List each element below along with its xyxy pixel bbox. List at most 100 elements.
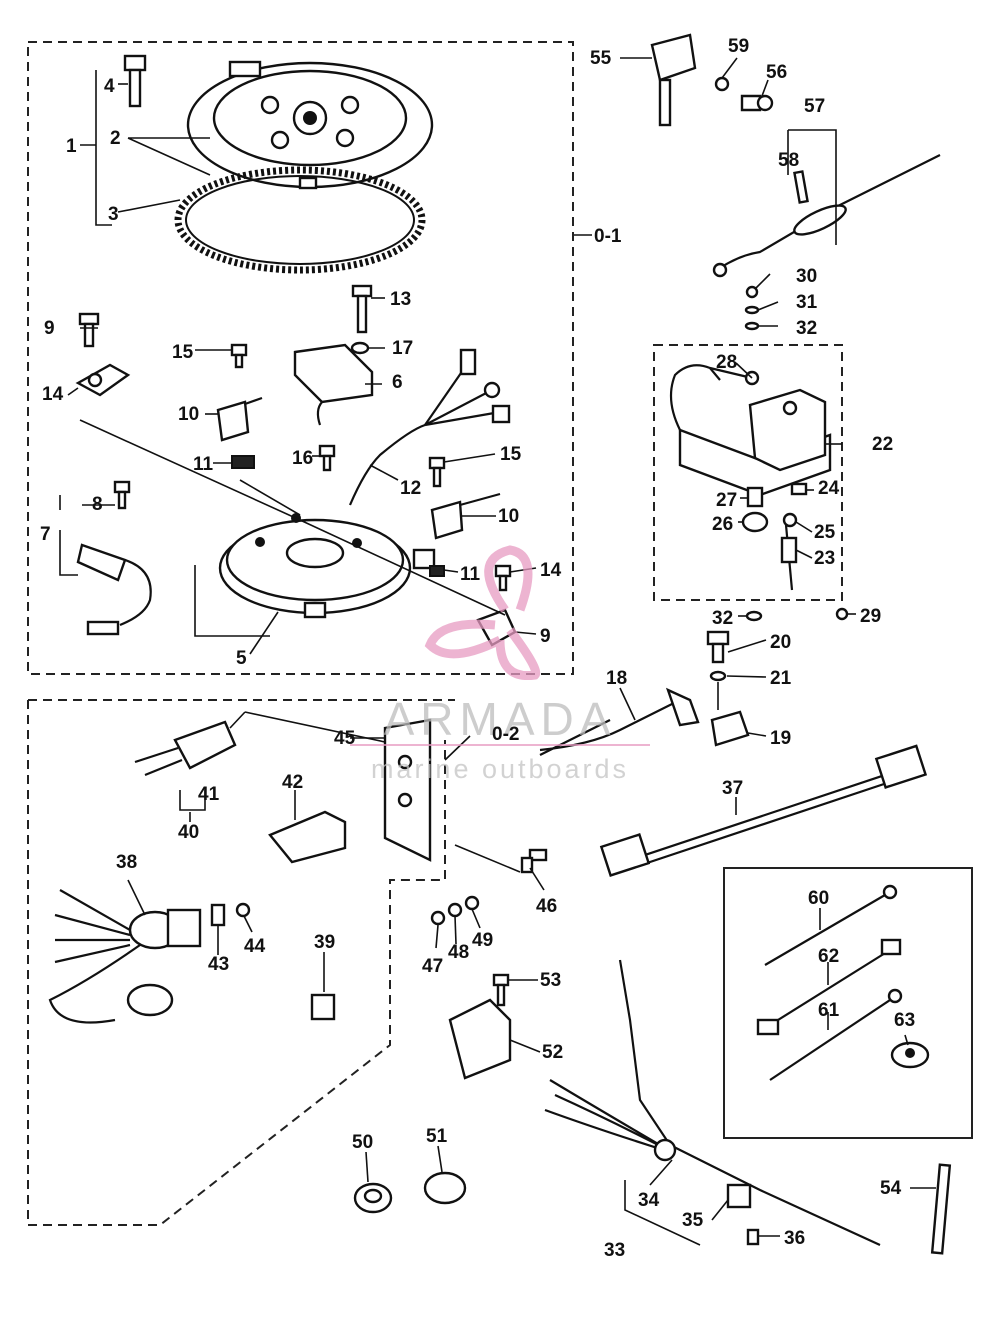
- callout-11-right: 11: [460, 564, 481, 585]
- washer-48: [447, 902, 463, 918]
- callout-34: 34: [638, 1190, 660, 1211]
- callout-0-2: 0-2: [492, 724, 519, 745]
- callout-22: 22: [872, 434, 893, 455]
- callout-23: 23: [814, 548, 835, 569]
- callout-14-right: 14: [540, 560, 562, 581]
- washer-32-top: [744, 321, 760, 331]
- callout-13: 13: [390, 289, 411, 310]
- callout-1: 1: [66, 136, 77, 157]
- grommet-63: [890, 1041, 930, 1069]
- stator-plate: [218, 513, 412, 619]
- trigger-10: [216, 396, 263, 442]
- callout-51: 51: [426, 1126, 448, 1147]
- ignition-coil: [293, 343, 374, 426]
- watermark-brand: ARMADA: [384, 693, 617, 745]
- callout-15-right: 15: [500, 444, 522, 465]
- screw-36: [746, 1228, 760, 1246]
- flywheel: [186, 60, 434, 190]
- callout-58: 58: [778, 150, 799, 171]
- pickup-7: [76, 543, 152, 636]
- fuse-lead-57: [712, 154, 941, 278]
- screw-53: [492, 973, 510, 1007]
- callout-4: 4: [104, 76, 115, 97]
- group-box-0-1: [27, 41, 574, 675]
- callout-52: 52: [542, 1042, 563, 1063]
- washer-21: [709, 670, 727, 682]
- callout-36: 36: [784, 1228, 805, 1249]
- button-39: [310, 993, 336, 1021]
- screw-14-right: [494, 564, 512, 592]
- washer-31: [744, 305, 760, 315]
- extension-harness-37: [599, 744, 928, 877]
- callout-labels: 1 2 3 4 5 6 7 8 9 9 10 10 11 11 12 13 14…: [40, 36, 915, 1261]
- clamp-35: [726, 1183, 752, 1209]
- callout-28: 28: [716, 352, 737, 373]
- callout-61: 61: [818, 1000, 840, 1021]
- bracket-19: [710, 710, 750, 747]
- harness-60: [764, 884, 898, 966]
- washer-44: [235, 902, 251, 918]
- callout-30: 30: [796, 266, 817, 287]
- trigger-10-right: [430, 492, 501, 540]
- callout-16: 16: [292, 448, 313, 469]
- callout-14-left: 14: [42, 384, 64, 405]
- callout-5: 5: [236, 648, 247, 669]
- callout-59: 59: [728, 36, 749, 57]
- resistor-23: [780, 524, 798, 591]
- callout-25: 25: [814, 522, 836, 543]
- callout-11-left: 11: [193, 454, 214, 475]
- callout-18: 18: [606, 668, 627, 689]
- callout-39: 39: [314, 932, 335, 953]
- screw-16: [318, 444, 336, 472]
- callout-47: 47: [422, 956, 443, 977]
- clip-11-right: [412, 548, 445, 577]
- grommet-26: [741, 511, 769, 533]
- bracket-42: [268, 810, 347, 864]
- screw-13: [351, 284, 373, 334]
- callout-46: 46: [536, 896, 557, 917]
- washer-29: [835, 607, 849, 621]
- callout-54: 54: [880, 1178, 902, 1199]
- clip-11: [231, 455, 255, 469]
- callout-48: 48: [448, 942, 469, 963]
- group-box-22: [653, 344, 843, 601]
- harness-61: [769, 988, 903, 1081]
- callout-7: 7: [40, 524, 51, 545]
- callout-32-top: 32: [796, 318, 817, 339]
- callout-8: 8: [92, 494, 103, 515]
- bracket-52: [448, 998, 512, 1080]
- spark-plug-lead-18: [539, 687, 700, 756]
- harness-62: [756, 938, 902, 1036]
- switch-40: [134, 720, 237, 777]
- callout-3: 3: [108, 204, 119, 225]
- ring-terminal-25: [782, 512, 798, 528]
- callout-9-right: 9: [540, 626, 551, 647]
- plug-51: [423, 1171, 467, 1205]
- propeller-logo: [424, 545, 541, 681]
- bolt-20: [706, 630, 730, 664]
- callout-33: 33: [604, 1240, 625, 1261]
- callout-42: 42: [282, 772, 303, 793]
- watermark-tagline: marine outboards: [371, 754, 629, 784]
- callout-9-left: 9: [44, 318, 55, 339]
- callout-38: 38: [116, 852, 137, 873]
- screw-9: [78, 312, 100, 348]
- grommet-50: [353, 1182, 393, 1214]
- terminal-block-55: [650, 33, 697, 127]
- callout-19: 19: [770, 728, 791, 749]
- screw-15: [230, 343, 248, 369]
- callout-62: 62: [818, 946, 839, 967]
- callout-37: 37: [722, 778, 743, 799]
- leader-lines: [59, 57, 936, 1246]
- callout-44: 44: [244, 936, 266, 957]
- callout-57: 57: [804, 96, 825, 117]
- washer-17: [350, 341, 370, 355]
- callout-6: 6: [392, 372, 403, 393]
- callout-49: 49: [472, 930, 493, 951]
- callout-50: 50: [352, 1132, 373, 1153]
- screw-8: [113, 480, 131, 510]
- callout-20: 20: [770, 632, 791, 653]
- plate-45: [383, 718, 432, 862]
- solenoid-body: [748, 388, 827, 472]
